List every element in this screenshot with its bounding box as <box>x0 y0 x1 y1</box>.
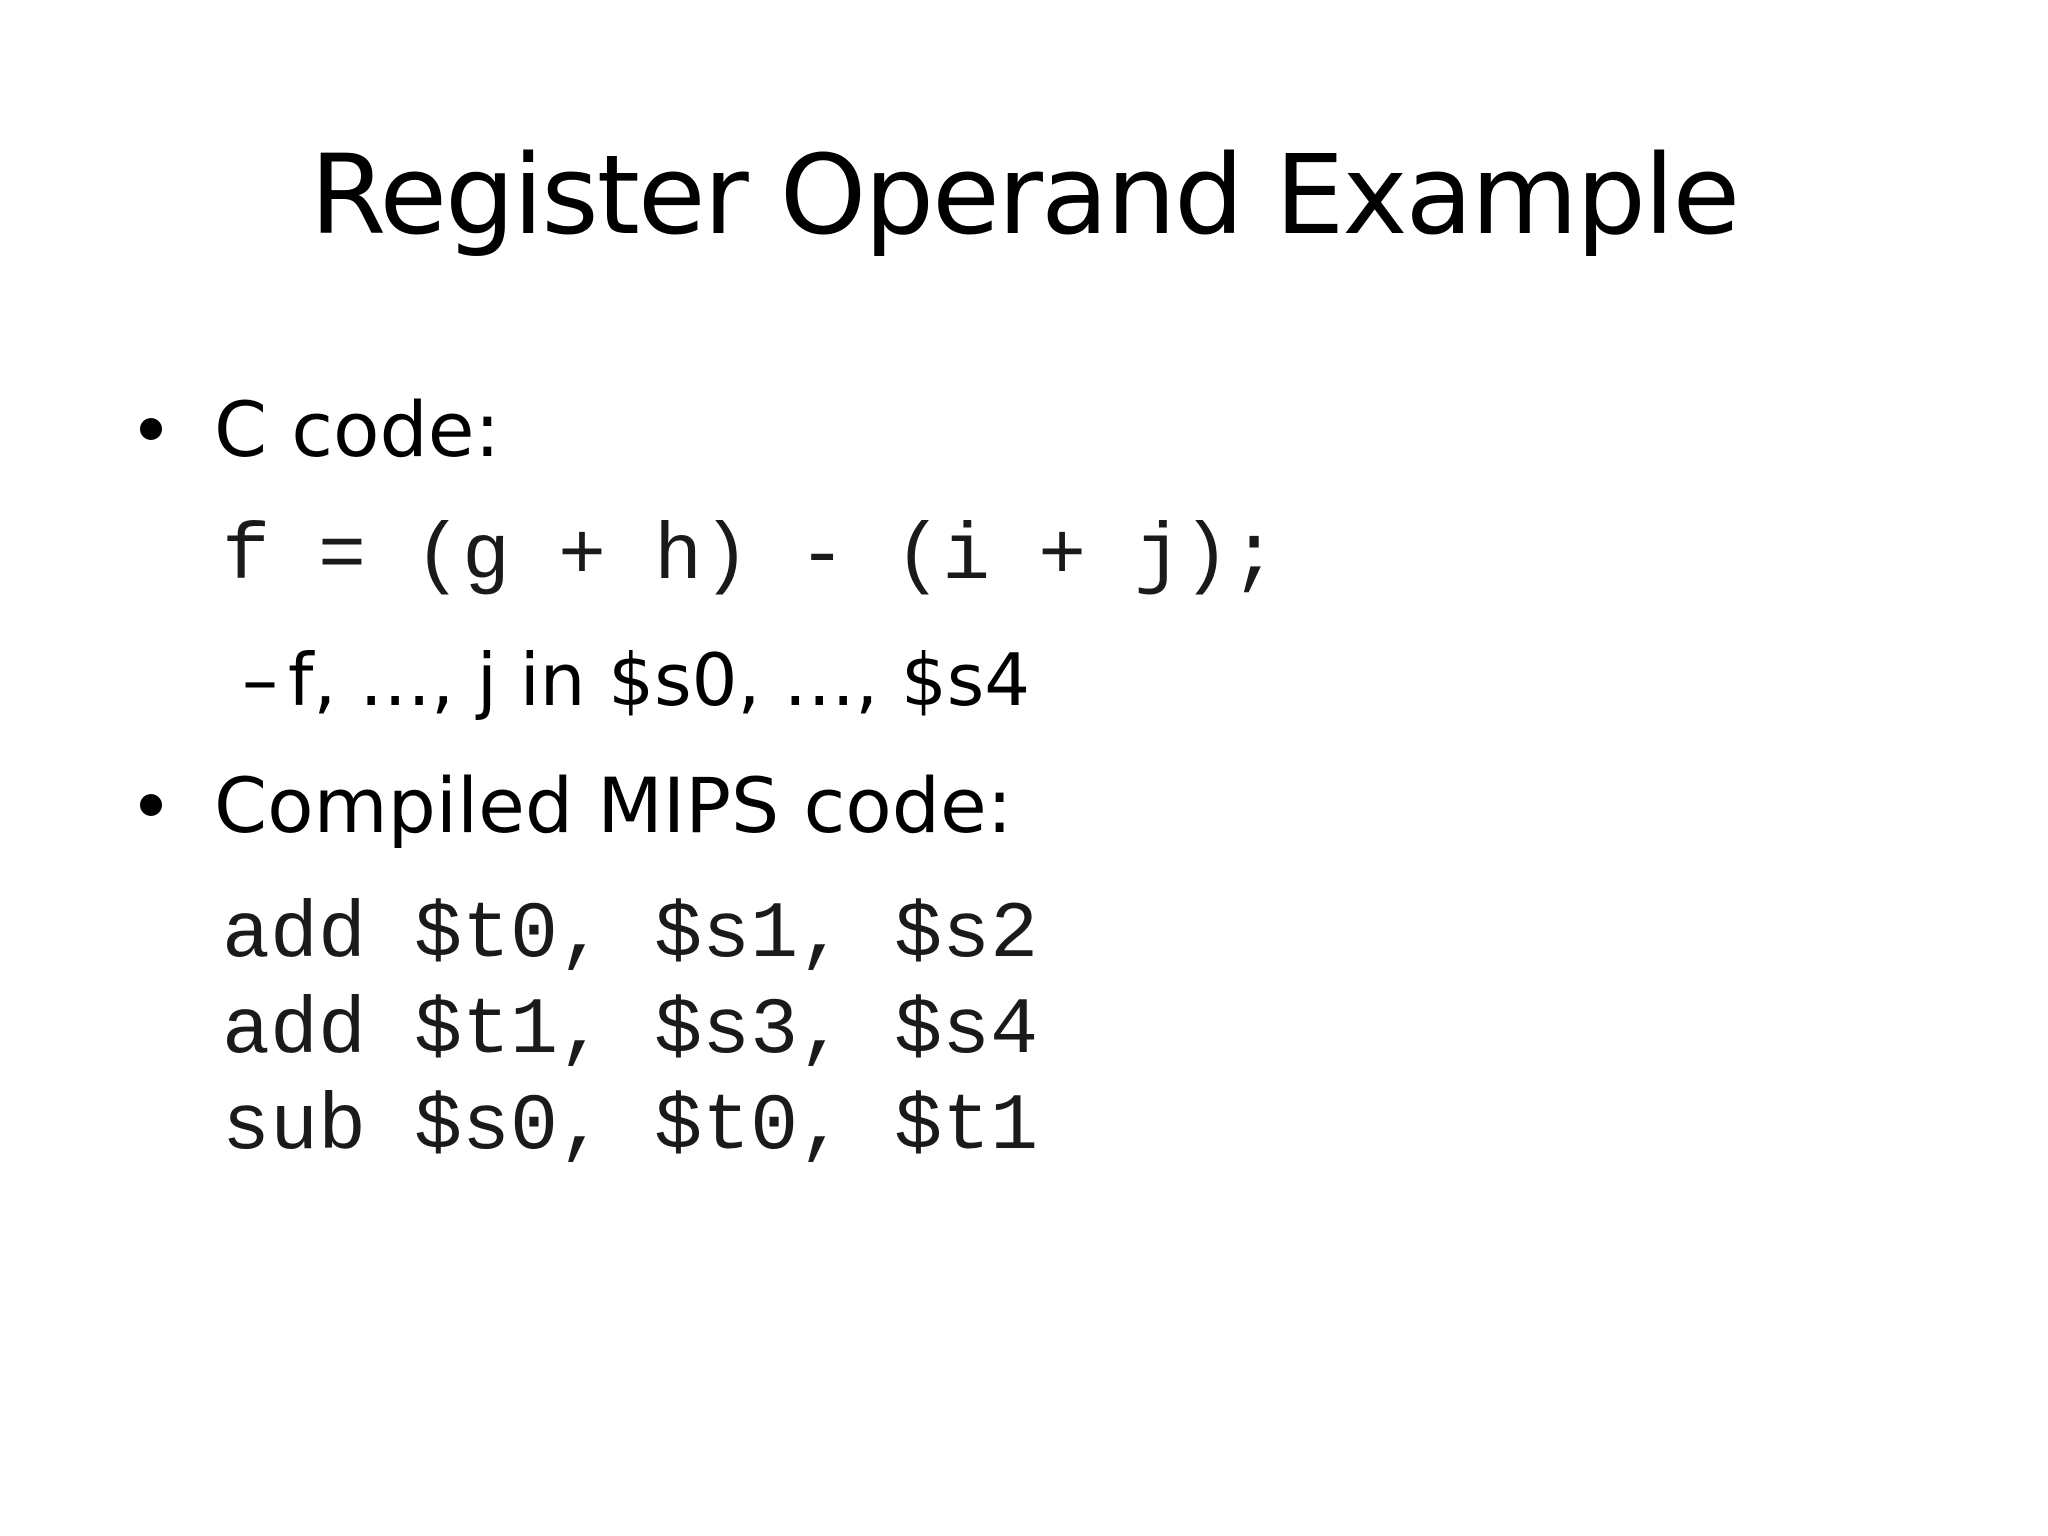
mips-code-line: sub $s0, $t0, $t1 <box>222 1082 1039 1173</box>
bullet-label: C code: <box>214 385 501 474</box>
mips-code-line: add $t1, $s3, $s4 <box>222 986 1039 1077</box>
sub-bullet-text: f, …, j in $s0, …, $s4 <box>288 638 1031 722</box>
bullet-dot-icon <box>140 418 162 440</box>
sub-bullet-register-mapping: –f, …, j in $s0, …, $s4 <box>242 632 1030 728</box>
slide-title: Register Operand Example <box>309 131 1740 259</box>
mips-code-line: add $t0, $s1, $s2 <box>222 890 1039 981</box>
bullet-label: Compiled MIPS code: <box>214 761 1013 850</box>
bullet-mips-code: Compiled MIPS code: <box>140 758 1012 854</box>
dash-icon: – <box>242 638 278 722</box>
bullet-dot-icon <box>140 794 162 816</box>
c-code-line: f = (g + h) - (i + j); <box>222 512 1279 603</box>
bullet-c-code: C code: <box>140 382 500 478</box>
